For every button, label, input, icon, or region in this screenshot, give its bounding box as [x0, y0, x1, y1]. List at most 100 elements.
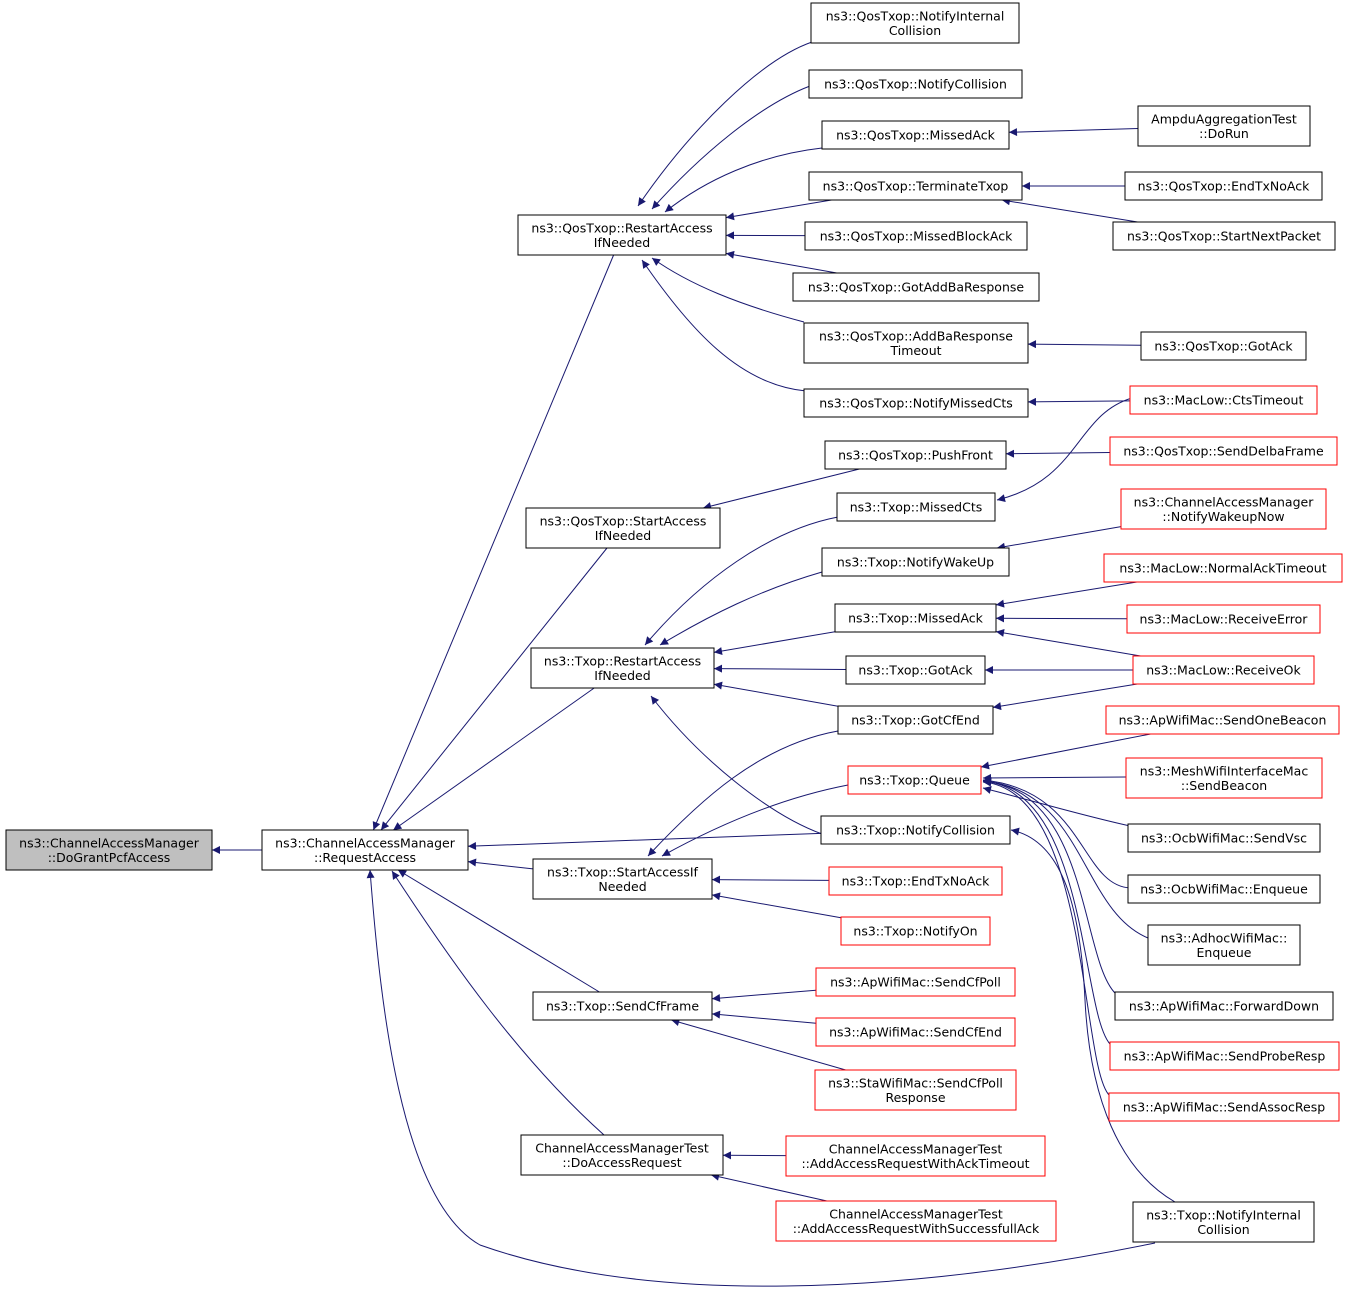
nodes-layer: ns3::ChannelAccessManager::DoGrantPcfAcc… — [5, 2, 1343, 1243]
graph-node-n43[interactable]: ns3::OcbWifiMac::SendVsc — [1127, 823, 1321, 853]
node-label-line: ns3::QosTxop::StartAccess — [540, 513, 707, 528]
graph-node-n11[interactable]: ns3::QosTxop::TerminateTxop — [808, 171, 1023, 201]
graph-node-n32[interactable]: ns3::QosTxop::EndTxNoAck — [1124, 171, 1323, 201]
node-box — [810, 2, 1020, 44]
graph-node-n35[interactable]: ns3::MacLow::CtsTimeout — [1129, 385, 1318, 415]
edge-n27-to-n6 — [711, 1010, 817, 1024]
graph-node-n31[interactable]: AmpduAggregationTest::DoRun — [1137, 105, 1311, 147]
node-label-line: ns3::QosTxop::AddBaResponse — [819, 328, 1013, 343]
edge-n35-to-n15 — [1027, 397, 1131, 406]
node-box — [1105, 705, 1340, 735]
node-label-line: ns3::MacLow::ReceiveError — [1140, 612, 1309, 627]
edge-n3-to-n1 — [380, 547, 608, 831]
graph-node-n9[interactable]: ns3::QosTxop::NotifyCollision — [808, 69, 1023, 99]
graph-node-n17[interactable]: ns3::Txop::MissedCts — [836, 492, 996, 522]
node-box — [847, 765, 982, 795]
graph-node-n34[interactable]: ns3::QosTxop::GotAck — [1140, 331, 1307, 361]
node-label-line: ns3::QosTxop::EndTxNoAck — [1138, 179, 1310, 194]
node-label-line: ::AddAccessRequestWithAckTimeout — [801, 1156, 1029, 1171]
node-label-line: ns3::Txop::NotifyInternal — [1146, 1207, 1301, 1222]
node-box — [808, 69, 1023, 99]
graph-node-n20[interactable]: ns3::Txop::GotAck — [845, 655, 986, 685]
graph-node-n44[interactable]: ns3::OcbWifiMac::Enqueue — [1127, 874, 1321, 904]
node-label-line: ns3::ApWifiMac::SendOneBeacon — [1119, 713, 1327, 728]
graph-node-n21[interactable]: ns3::Txop::GotCfEnd — [837, 705, 994, 735]
graph-node-n19[interactable]: ns3::Txop::MissedAck — [834, 603, 997, 633]
graph-node-n7[interactable]: ChannelAccessManagerTest::DoAccessReques… — [520, 1134, 724, 1176]
graph-node-n38[interactable]: ns3::MacLow::NormalAckTimeout — [1103, 553, 1343, 583]
graph-node-n16[interactable]: ns3::QosTxop::PushFront — [824, 440, 1007, 470]
node-box — [808, 171, 1023, 201]
graph-node-n18[interactable]: ns3::Txop::NotifyWakeUp — [821, 547, 1010, 577]
graph-node-n15[interactable]: ns3::QosTxop::NotifyMissedCts — [803, 388, 1029, 418]
graph-node-n0[interactable]: ns3::ChannelAccessManager::DoGrantPcfAcc… — [5, 829, 213, 871]
node-label-line: ns3::QosTxop::SendDelbaFrame — [1123, 444, 1324, 459]
graph-node-n24[interactable]: ns3::Txop::EndTxNoAck — [828, 866, 1003, 896]
node-label-line: ns3::ChannelAccessManager — [19, 835, 200, 850]
graph-node-n1[interactable]: ns3::ChannelAccessManager::RequestAccess — [261, 829, 469, 871]
graph-node-n27[interactable]: ns3::ApWifiMac::SendCfEnd — [815, 1017, 1016, 1047]
graph-node-n10[interactable]: ns3::QosTxop::MissedAck — [821, 120, 1010, 150]
node-box — [1137, 105, 1311, 147]
graph-node-n13[interactable]: ns3::QosTxop::GotAddBaResponse — [792, 272, 1040, 302]
graph-node-n26[interactable]: ns3::ApWifiMac::SendCfPoll — [815, 967, 1016, 997]
edge-n14-to-n2 — [651, 257, 805, 323]
edge-n20-to-n4 — [713, 664, 847, 673]
graph-node-n29[interactable]: ChannelAccessManagerTest::AddAccessReque… — [785, 1135, 1046, 1177]
edge-n40-to-n19 — [995, 628, 1141, 657]
graph-node-n25[interactable]: ns3::Txop::NotifyOn — [840, 916, 991, 946]
graph-node-n47[interactable]: ns3::ApWifiMac::SendProbeResp — [1109, 1041, 1340, 1071]
edge-n22-to-n5 — [661, 784, 849, 857]
graph-node-n12[interactable]: ns3::QosTxop::MissedBlockAck — [804, 221, 1028, 251]
graph-node-n46[interactable]: ns3::ApWifiMac::ForwardDown — [1114, 991, 1334, 1021]
edge-n35-to-n17 — [996, 397, 1133, 503]
node-label-line: Response — [885, 1090, 945, 1105]
node-box — [1132, 1201, 1315, 1243]
node-box — [1140, 331, 1307, 361]
node-label-line: ns3::QosTxop::MissedBlockAck — [820, 229, 1013, 244]
node-box — [1126, 604, 1321, 634]
node-box — [520, 1134, 724, 1176]
node-box — [820, 815, 1011, 845]
node-label-line: ns3::ChannelAccessManager — [1134, 494, 1315, 509]
node-box — [834, 603, 997, 633]
graph-node-n36[interactable]: ns3::QosTxop::SendDelbaFrame — [1109, 436, 1338, 466]
graph-node-n30[interactable]: ChannelAccessManagerTest::AddAccessReque… — [775, 1200, 1057, 1242]
graph-node-n33[interactable]: ns3::QosTxop::StartNextPacket — [1112, 221, 1336, 251]
graph-node-n48[interactable]: ns3::ApWifiMac::SendAssocResp — [1108, 1092, 1340, 1122]
graph-node-n41[interactable]: ns3::ApWifiMac::SendOneBeacon — [1105, 705, 1340, 735]
edge-n26-to-n6 — [711, 989, 817, 1003]
node-label-line: ns3::MeshWifiInterfaceMac — [1140, 763, 1309, 778]
node-box — [5, 829, 213, 871]
node-label-line: ::SendBeacon — [1181, 778, 1267, 793]
edge-n19-to-n4 — [713, 631, 836, 655]
graph-node-n6[interactable]: ns3::Txop::SendCfFrame — [532, 991, 713, 1021]
graph-node-n37[interactable]: ns3::ChannelAccessManager::NotifyWakeupN… — [1120, 488, 1327, 530]
graph-node-n22[interactable]: ns3::Txop::Queue — [847, 765, 982, 795]
edge-n9-to-n2 — [651, 85, 811, 210]
graph-node-n39[interactable]: ns3::MacLow::ReceiveError — [1126, 604, 1321, 634]
graph-node-n45[interactable]: ns3::AdhocWifiMac::Enqueue — [1147, 924, 1301, 966]
node-box — [525, 507, 721, 549]
node-box — [261, 829, 469, 871]
graph-node-n42[interactable]: ns3::MeshWifiInterfaceMac::SendBeacon — [1125, 757, 1323, 799]
node-box — [1103, 553, 1343, 583]
edge-n36-to-n16 — [1005, 449, 1111, 458]
edge-n6-to-n1 — [397, 869, 600, 993]
graph-node-n23[interactable]: ns3::Txop::NotifyCollision — [820, 815, 1011, 845]
edge-n23-to-n1 — [467, 832, 822, 851]
node-box — [1124, 171, 1323, 201]
node-box — [775, 1200, 1057, 1242]
node-label-line: ns3::QosTxop::NotifyMissedCts — [819, 396, 1012, 411]
node-label-line: ns3::QosTxop::NotifyCollision — [824, 77, 1007, 92]
graph-node-n40[interactable]: ns3::MacLow::ReceiveOk — [1132, 655, 1315, 685]
